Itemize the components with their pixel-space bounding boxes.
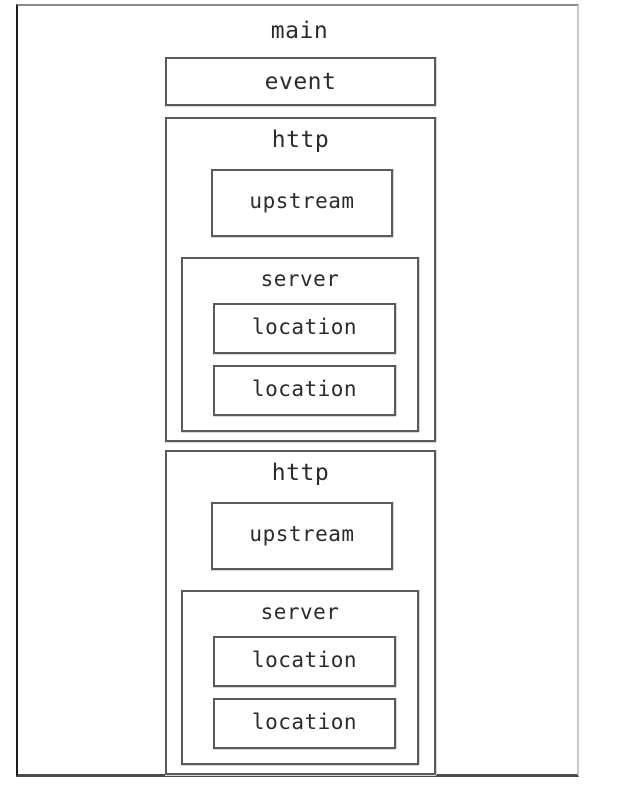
upstream-block-2-label: upstream [249,522,355,546]
upstream-block-1[interactable]: upstream [211,169,393,237]
location-block-2-2[interactable]: location [213,698,396,749]
event-block[interactable]: event [165,57,436,106]
location-block-2-2-label: location [251,710,358,734]
location-block-2-1-label: location [251,648,358,672]
server-block-1-label: server [260,267,340,291]
page-frame: main event http upstream server location [16,4,579,777]
location-block-2-1[interactable]: location [213,636,396,687]
main-block-label: main [270,18,329,44]
location-block-1-2-label: location [251,377,358,401]
event-block-label: event [264,69,337,95]
http-block-1-label: http [271,127,330,153]
location-block-1-1-label: location [251,315,358,339]
http-block-2-label: http [271,460,330,486]
upstream-block-1-label: upstream [249,189,355,213]
location-block-1-2[interactable]: location [213,365,396,416]
http-block-2[interactable]: http upstream server location location [165,450,436,775]
server-block-1[interactable]: server location location [181,257,419,432]
http-block-1[interactable]: http upstream server location location [165,117,436,442]
main-block: main event http upstream server location [18,6,581,776]
upstream-block-2[interactable]: upstream [211,502,393,570]
server-block-2[interactable]: server location location [181,590,419,765]
location-block-1-1[interactable]: location [213,303,396,354]
server-block-2-label: server [260,600,340,624]
